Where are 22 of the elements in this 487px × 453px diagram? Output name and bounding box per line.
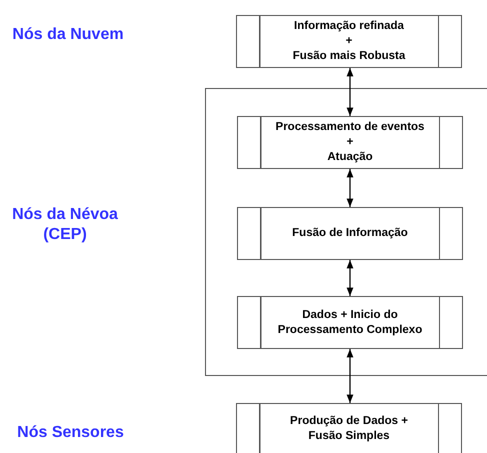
tier-label: Nós da Névoa (CEP): [11, 205, 119, 245]
process-box: [237, 207, 463, 260]
box-text: Fusão mais Robusta: [292, 49, 406, 64]
process-box: [237, 296, 463, 349]
box-text: Fusão de Informação: [292, 226, 408, 241]
tier-label: Nós Sensores: [16, 423, 125, 443]
box-text: Informação refinada: [294, 19, 404, 34]
group-frame: [205, 88, 487, 376]
box-text: Produção de Dados + Fusão Simples: [289, 414, 409, 444]
box-text: +: [346, 135, 354, 150]
double-arrow: [346, 68, 354, 116]
box-text: Processamento de eventos: [276, 120, 424, 135]
box-text: +: [346, 34, 352, 49]
tier-label: Nós da Nuvem: [11, 25, 125, 45]
box-text: Dados + Inicio do Processamento Complexo: [276, 308, 424, 338]
double-arrow: [346, 260, 354, 296]
process-box: [236, 15, 462, 68]
process-box: [237, 116, 463, 169]
box-text: Atuação: [327, 150, 373, 165]
double-arrow: [346, 349, 354, 403]
process-box: [236, 403, 462, 453]
double-arrow: [346, 169, 354, 207]
